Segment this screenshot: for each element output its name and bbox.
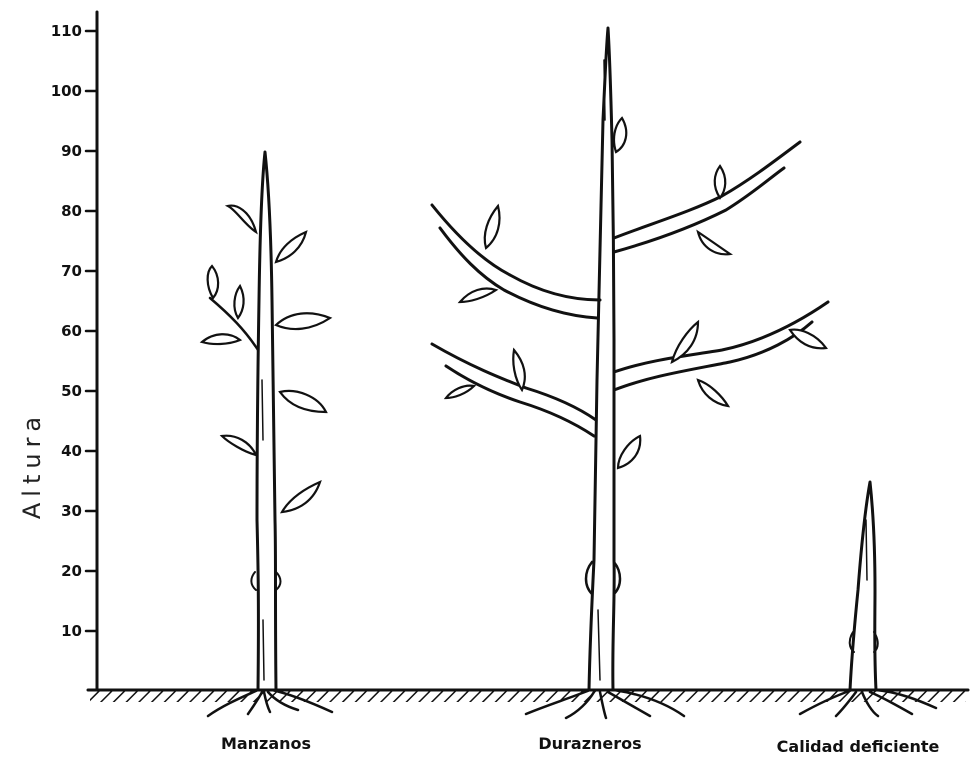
tick-label-30: 30	[61, 502, 82, 520]
y-axis-ticks	[86, 31, 97, 631]
tick-label-90: 90	[61, 142, 82, 160]
manzanos-leaves	[202, 206, 330, 512]
tick-label-110: 110	[51, 22, 82, 40]
manzanos-trunk	[257, 152, 276, 690]
y-axis-tick-labels: 110 100 90 80 70 60 50 40 30 20 10	[51, 22, 82, 640]
deficiente-label: Calidad deficiente	[777, 737, 940, 756]
tick-label-10: 10	[61, 622, 82, 640]
tick-label-70: 70	[61, 262, 82, 280]
tree-manzanos: Manzanos	[202, 152, 332, 753]
manzanos-label: Manzanos	[221, 734, 311, 753]
durazneros-branch-upper-right	[614, 142, 800, 252]
tick-label-80: 80	[61, 202, 82, 220]
deficiente-trunk	[850, 482, 876, 690]
tick-label-60: 60	[61, 322, 82, 340]
tick-label-40: 40	[61, 442, 82, 460]
y-axis-title: Altura	[18, 411, 46, 519]
durazneros-label: Durazneros	[538, 734, 641, 753]
tree-calidad-deficiente: Calidad deficiente	[777, 482, 940, 756]
durazneros-branch-upper-left	[432, 205, 600, 318]
tick-label-50: 50	[61, 382, 82, 400]
tree-durazneros: Durazneros	[432, 28, 828, 753]
tick-label-100: 100	[51, 82, 82, 100]
durazneros-branch-lower-right	[614, 302, 828, 390]
durazneros-trunk	[589, 28, 614, 690]
y-axis: 110 100 90 80 70 60 50 40 30 20 10 Altur…	[18, 12, 97, 690]
tick-label-20: 20	[61, 562, 82, 580]
durazneros-leaves	[446, 118, 826, 468]
